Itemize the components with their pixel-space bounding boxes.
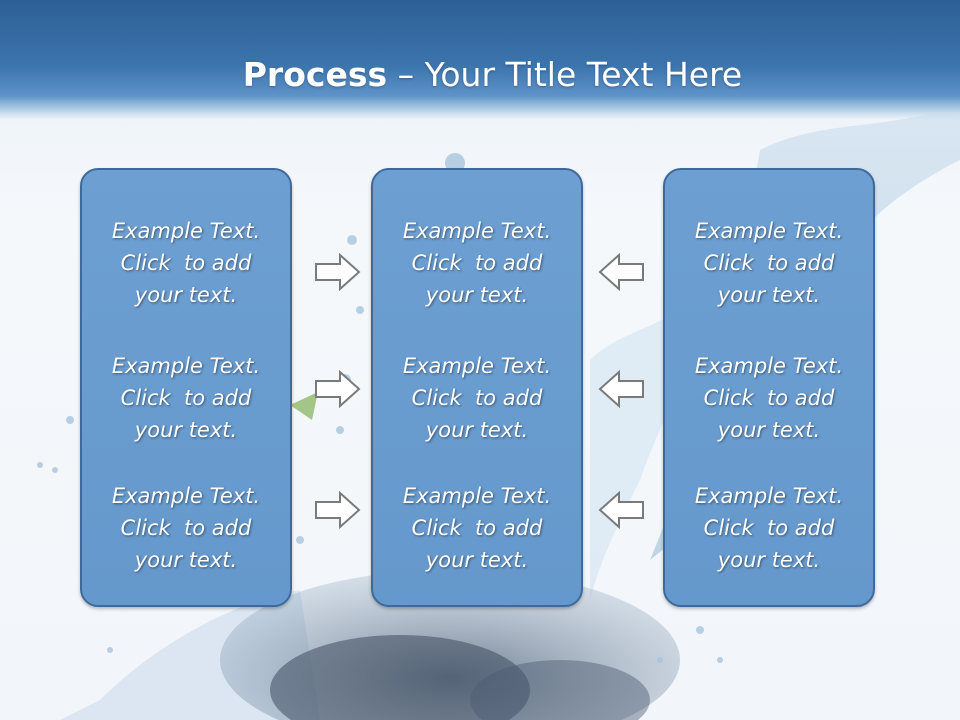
text-placeholder[interactable]: Example Text. Click to add your text.: [665, 350, 873, 446]
title-bar: [0, 0, 960, 120]
right-arrow-icon[interactable]: [314, 252, 362, 292]
text-line: Click to add: [703, 386, 835, 410]
text-placeholder[interactable]: Example Text. Click to add your text.: [373, 480, 581, 576]
text-line: your text.: [134, 548, 238, 572]
text-line: Example Text.: [694, 219, 844, 243]
left-arrow-icon[interactable]: [597, 369, 645, 409]
text-line: Click to add: [120, 386, 252, 410]
text-line: Example Text.: [694, 484, 844, 508]
right-arrow-icon[interactable]: [314, 369, 362, 409]
text-line: your text.: [717, 418, 821, 442]
text-line: your text.: [134, 283, 238, 307]
text-line: Example Text.: [111, 354, 261, 378]
text-placeholder[interactable]: Example Text. Click to add your text.: [373, 215, 581, 311]
text-placeholder[interactable]: Example Text. Click to add your text.: [665, 215, 873, 311]
text-line: your text.: [425, 418, 529, 442]
text-line: your text.: [425, 283, 529, 307]
text-placeholder[interactable]: Example Text. Click to add your text.: [82, 350, 290, 446]
text-line: Example Text.: [111, 219, 261, 243]
left-arrow-icon[interactable]: [597, 252, 645, 292]
text-placeholder[interactable]: Example Text. Click to add your text.: [665, 480, 873, 576]
text-line: Click to add: [703, 251, 835, 275]
text-line: Example Text.: [111, 484, 261, 508]
slide-title[interactable]: Process – Your Title Text Here: [0, 52, 960, 98]
process-box-right[interactable]: Example Text. Click to add your text. Ex…: [663, 168, 875, 607]
text-line: your text.: [425, 548, 529, 572]
left-arrow-icon[interactable]: [597, 490, 645, 530]
right-arrow-icon[interactable]: [314, 490, 362, 530]
text-line: your text.: [717, 283, 821, 307]
title-rest-text: – Your Title Text Here: [387, 55, 743, 94]
text-placeholder[interactable]: Example Text. Click to add your text.: [373, 350, 581, 446]
text-line: Example Text.: [402, 354, 552, 378]
text-line: Click to add: [411, 251, 543, 275]
text-line: Example Text.: [402, 484, 552, 508]
text-line: your text.: [717, 548, 821, 572]
text-line: Click to add: [703, 516, 835, 540]
text-line: Click to add: [411, 386, 543, 410]
process-box-middle[interactable]: Example Text. Click to add your text. Ex…: [371, 168, 583, 607]
process-box-left[interactable]: Example Text. Click to add your text. Ex…: [80, 168, 292, 607]
text-line: Click to add: [120, 516, 252, 540]
text-placeholder[interactable]: Example Text. Click to add your text.: [82, 215, 290, 311]
text-line: Click to add: [120, 251, 252, 275]
text-line: Example Text.: [402, 219, 552, 243]
text-line: your text.: [134, 418, 238, 442]
text-line: Click to add: [411, 516, 543, 540]
text-line: Example Text.: [694, 354, 844, 378]
text-placeholder[interactable]: Example Text. Click to add your text.: [82, 480, 290, 576]
title-bold-text: Process: [242, 55, 388, 94]
